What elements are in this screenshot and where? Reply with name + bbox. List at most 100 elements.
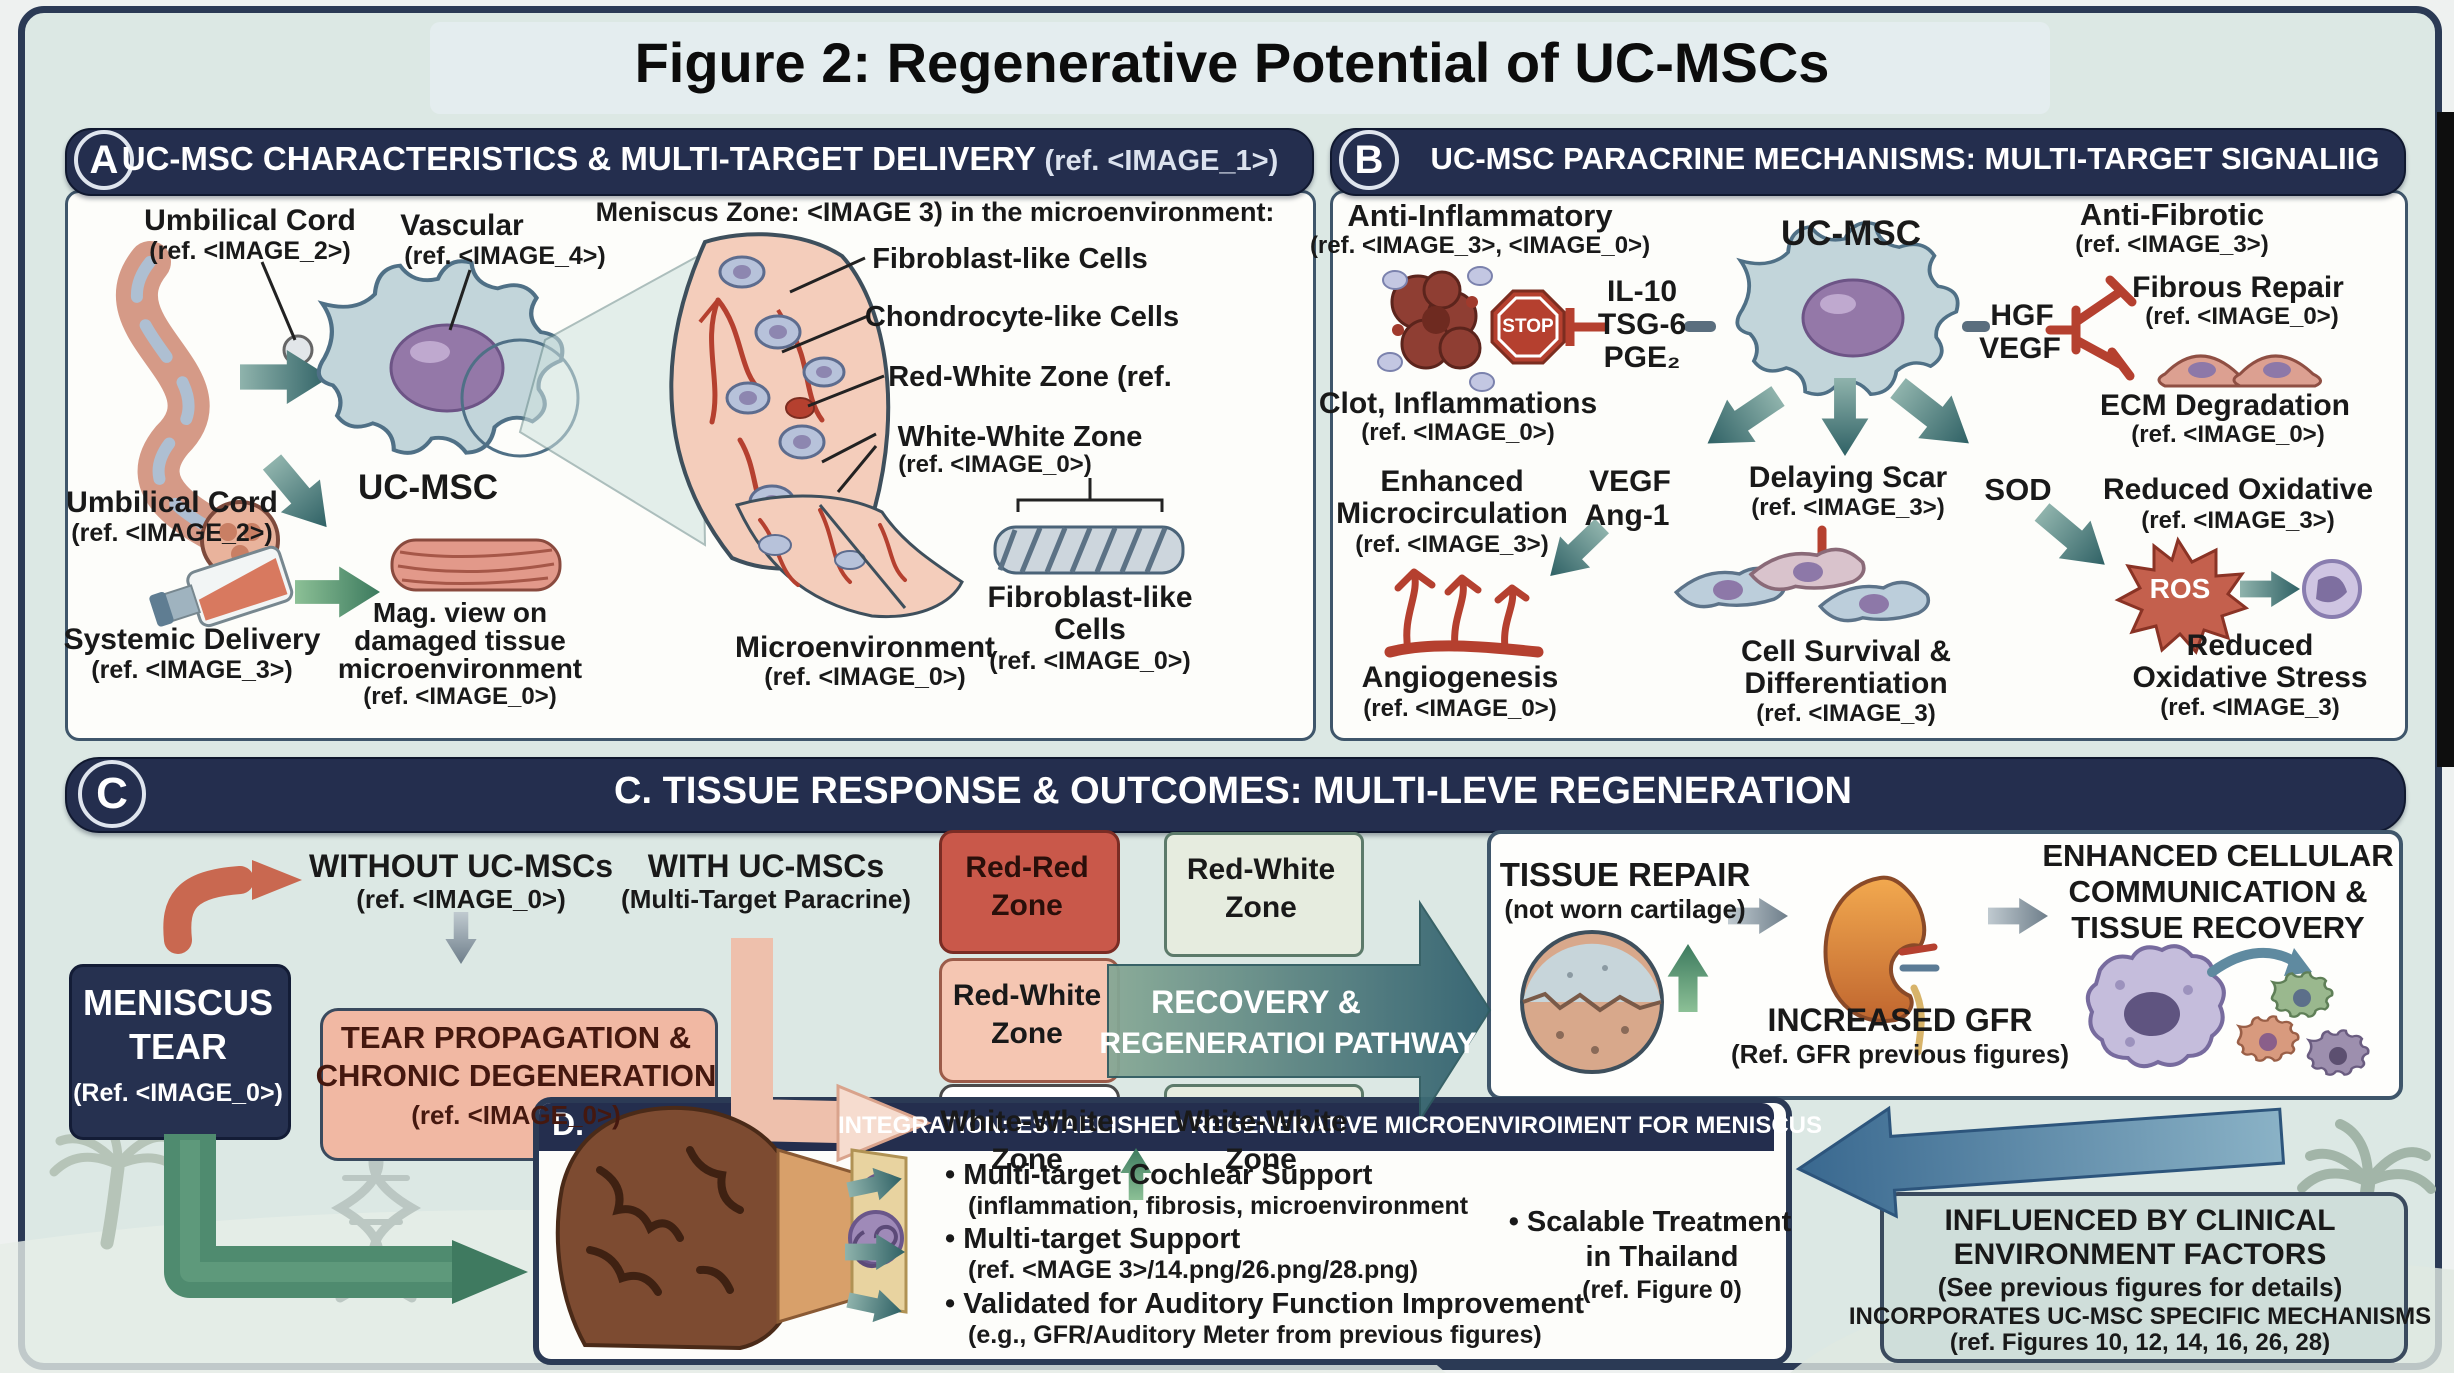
label-scalable-1: • Scalable Treatment [1508,1206,1792,1238]
label-tsg6: TSG-6 [1597,308,1687,341]
label-mag-3: microenvironment [337,653,583,684]
label-meniscus-1: MENISCUS [82,982,274,1023]
label-red-white-zone: Red-White Zone (ref. [888,361,1172,393]
label-microenvironment-ref: (ref. <IMAGE_0>) [764,663,966,691]
label-ucmsc-b: UC-MSC [1781,214,1921,253]
label-hgf: HGF [1990,299,2054,332]
footer-line-2: ENVIRONMENT FACTORS [1953,1238,2327,1271]
label-tear-2: CHRONIC DEGENERATION [315,1058,717,1093]
label-tear-1: TEAR PROPAGATION & [340,1020,692,1055]
label-fibroblast2-1: Fibroblast-like [987,581,1193,614]
label-enhanced-cellular-1: ENHANCED CELLULAR [2042,838,2394,873]
label-fibroblast-cells: Fibroblast-like Cells [872,243,1148,275]
label-tear-ref: (ref. <IMAGE_0>) [411,1100,621,1130]
label-enhanced-cellular-3: TISSUE RECOVERY [2071,910,2365,945]
label-fibroblast2-ref: (ref. <IMAGE_0>) [989,647,1191,675]
panel-b-title: UC-MSC PARACRINE MECHANISMS: MULTI-TARGE… [1430,141,2380,176]
label-clot: Clot, Inflammations [1318,387,1598,420]
label-fibrous-repair: Fibrous Repair [2132,271,2344,304]
label-vegf: VEGF [1979,332,2061,365]
footer-line-4: INCORPORATES UC-MSC SPECIFIC MECHANISMS [1848,1303,2432,1330]
label-gfr-ref: (Ref. GFR previous figures) [1730,1039,2070,1069]
panel-a-title-text: UC-MSC CHARACTERISTICS & MULTI-TARGET DE… [121,140,1036,177]
label-angiogenesis: Angiogenesis [1361,661,1559,694]
label-without: WITHOUT UC-MSCs [309,848,613,884]
label-enhanced-2: Microcirculation [1336,497,1568,530]
bullet-2: • Multi-target Support [945,1223,1241,1255]
bullet-3: • Validated for Auditory Function Improv… [945,1288,1585,1320]
label-white-white-ref: (ref. <IMAGE_0>) [898,451,1092,478]
label-reduced-ox-ref: (ref. <IMAGE_3>) [2141,507,2335,534]
label-mag-2: damaged tissue [354,625,566,656]
bullet-2-sub: (ref. <MAGE 3>/14.png/26.png/28.png) [968,1256,1419,1284]
zone-g1-b: Zone [1225,891,1297,924]
label-survival-1: Cell Survival & [1740,635,1952,668]
label-anti-inflammatory: Anti-Inflammatory [1347,198,1613,233]
label-microenvironment: Microenvironment [734,631,996,664]
label-scalable-ref: (ref. Figure 0) [1582,1276,1742,1304]
label-sod: SOD [1984,472,2052,507]
label-systemic: Systemic Delivery [63,623,321,656]
label-reduced-ox: Reduced Oxidative [2102,473,2374,506]
label-without-ref: (ref. <IMAGE_0>) [356,884,566,914]
label-meniscus-2: TEAR [129,1026,227,1067]
title-bar [430,22,2050,114]
panel-a-header [65,128,1314,196]
zone-ww-1: White-White [940,1105,1114,1138]
footer-line-3: (See previous figures for details) [1937,1272,2343,1302]
label-ecm-ref: (ref. <IMAGE_0>) [2131,421,2325,448]
label-il10: IL-10 [1606,275,1678,308]
label-delaying: Delaying Scar [1748,461,1948,494]
label-reduced-2: Oxidative Stress [2132,661,2368,694]
label-mag-ref: (ref. <IMAGE_0>) [363,683,557,710]
label-vascular-ref: (ref. <IMAGE_4>) [404,242,606,270]
label-umbilical-bottom-ref: (ref. <IMAGE_2>) [71,519,273,547]
label-ecm: ECM Degradation [2099,389,2351,422]
meniscus-tear-box [69,964,291,1140]
label-chondrocyte-cells: Chondrocyte-like Cells [864,301,1180,333]
footer-line-5: (ref. Figures 10, 12, 14, 16, 26, 28) [1949,1329,2331,1356]
label-enhanced-ref: (ref. <IMAGE_3>) [1355,531,1549,558]
label-umbilical-top-ref: (ref. <IMAGE_2>) [149,237,351,265]
label-tissue-repair: TISSUE REPAIR [1499,856,1751,893]
bullet-1-sub: (inflammation, fibrosis, microenvironmen… [968,1192,1469,1220]
zone-red-red-box [939,830,1120,954]
label-enhanced-cellular-2: COMMUNICATION & [2068,874,2368,909]
zone-red-white-box [939,958,1120,1083]
label-survival-ref: (ref. <IMAGE_3) [1756,700,1936,727]
label-meniscus-ref: (Ref. <IMAGE_0>) [73,1079,283,1107]
zone-rr-1: Red-Red [965,851,1089,884]
panel-b-badge: B [1339,130,1399,190]
label-ros: ROS [2149,573,2211,604]
panel-a-title: UC-MSC CHARACTERISTICS & MULTI-TARGET DE… [121,140,1278,177]
figure-title: Figure 2: Regenerative Potential of UC-M… [634,31,1830,94]
label-ucmsc-a: UC-MSC [358,468,498,507]
label-delaying-ref: (ref. <IMAGE_3>) [1751,494,1945,521]
label-vascular: Vascular [400,209,524,242]
label-mag-1: Mag. view on [372,597,548,628]
zone-rw-2: Zone [991,1017,1063,1050]
label-recovery-1: RECOVERY & [1151,984,1361,1020]
label-meniscus-zone: Meniscus Zone: <IMAGE 3) in the microenv… [595,197,1275,227]
label-with-sub: (Multi-Target Paracrine) [621,884,911,914]
label-stop: STOP [1502,316,1554,337]
label-clot-ref: (ref. <IMAGE_0>) [1361,419,1555,446]
zone-ww-2: Zone [991,1143,1063,1176]
label-anti-fibrotic: Anti-Fibrotic [2079,197,2265,232]
footer-line-1: INFLUENCED BY CLINICAL [1944,1204,2336,1237]
label-fibroblast2-2: Cells [1054,613,1126,646]
label-recovery-2: REGENERATIOI PATHWAY [1099,1027,1477,1060]
bullet-3-sub: (e.g., GFR/Auditory Meter from previous … [968,1321,1542,1349]
bullet-1: • Multi-target Cochlear Support [945,1159,1373,1191]
label-gfr: INCREASED GFR [1767,1002,2033,1038]
label-scalable-2: in Thailand [1585,1241,1739,1273]
label-vegf2: VEGF [1589,465,1671,498]
label-anti-inflammatory-ref: (ref. <IMAGE_3>, <IMAGE_0>) [1309,232,1651,259]
panel-c-title: C. TISSUE RESPONSE & OUTCOMES: MULTI-LEV… [614,770,1852,812]
label-fibrous-repair-ref: (ref. <IMAGE_0>) [2145,303,2339,330]
label-survival-2: Differentiation [1744,667,1948,700]
label-with: WITH UC-MSCs [647,848,885,884]
zone-g2-a: White-White [1174,1105,1348,1138]
label-anti-fibrotic-ref: (ref. <IMAGE_3>) [2075,231,2269,258]
